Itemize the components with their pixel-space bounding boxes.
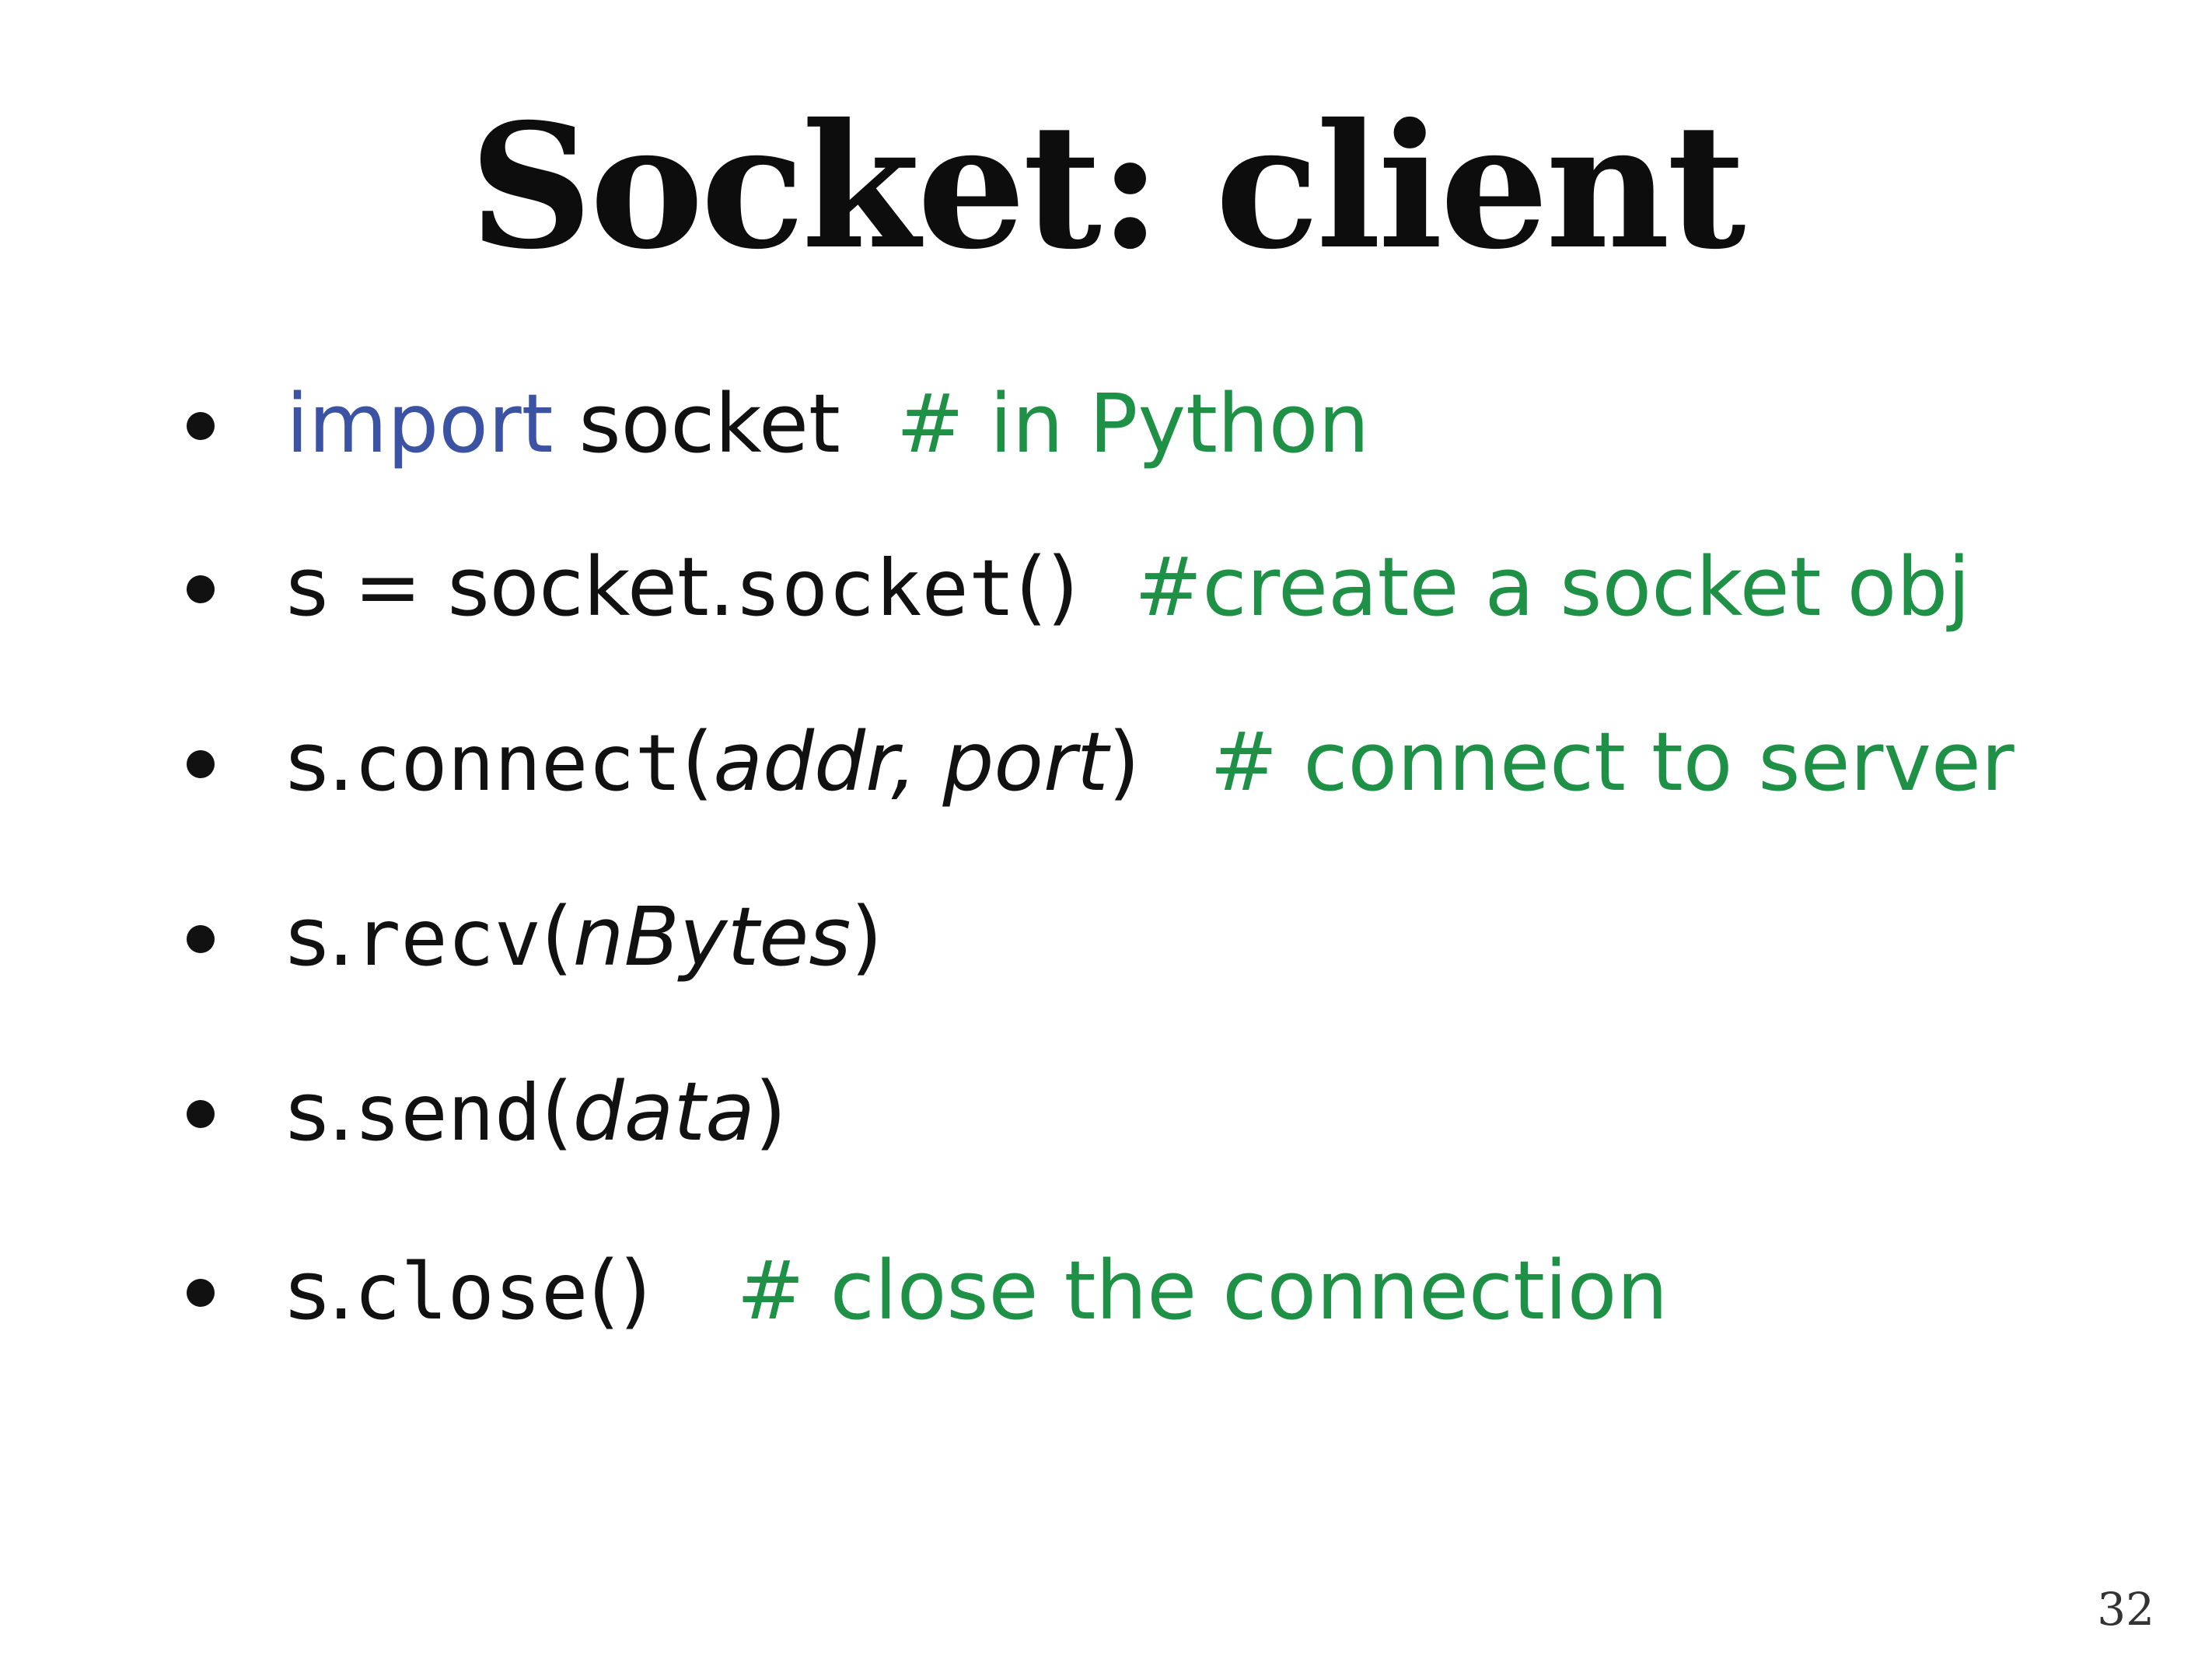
bullet-dot-icon	[187, 925, 215, 953]
bullet-dot-icon	[187, 412, 215, 440]
bullet-text: import socket # in Python	[286, 365, 1369, 482]
method-name: connect	[354, 718, 682, 809]
code-prefix: s.	[286, 714, 355, 809]
bullet-text: s.send(data)	[286, 1053, 787, 1170]
code-comment: # in Python	[896, 376, 1370, 471]
bullet-text: s = socket.socket() #create a socket obj	[286, 529, 1970, 645]
bullet-dot-icon	[187, 1279, 215, 1307]
page-number: 32	[2097, 1583, 2154, 1636]
bullet-dot-icon	[187, 575, 215, 603]
method-args: nBytes	[572, 889, 851, 984]
code-open-paren: (	[541, 889, 573, 984]
code-close-paren: )	[851, 889, 882, 984]
code-parens: ()	[1015, 540, 1079, 634]
code-close-paren: )	[754, 1064, 787, 1159]
bullet-text: s.recv(nBytes)	[286, 878, 882, 995]
bullet-text: s.close() # close the connection	[286, 1232, 1668, 1349]
code-comment: #create a socket obj	[1134, 540, 1971, 634]
keyword-import: import	[286, 376, 554, 471]
method-args: data	[572, 1064, 755, 1159]
code-parens: ()	[588, 1243, 652, 1338]
code-open-paren: (	[681, 714, 714, 809]
bullet-text: s.connect(addr, port) # connect to server	[286, 704, 2015, 820]
code-comment: # close the connection	[736, 1243, 1669, 1338]
module-name: socket	[553, 376, 840, 471]
bullet-dot-icon	[187, 750, 215, 778]
code-open-paren: (	[541, 1064, 573, 1159]
code-prefix: s.	[286, 889, 355, 984]
code-prefix: s.	[286, 1243, 355, 1338]
method-name: close	[354, 1246, 589, 1337]
method-name: recv	[354, 892, 542, 983]
code-comment: # connect to server	[1210, 714, 2015, 809]
method-args: addr, port	[713, 714, 1109, 809]
code-prefix: s = socket.	[286, 540, 735, 634]
slide-title: Socket: client	[469, 86, 1745, 287]
bullet-dot-icon	[187, 1100, 215, 1128]
code-close-paren: )	[1108, 714, 1141, 809]
code-prefix: s.	[286, 1064, 355, 1159]
method-name: socket	[734, 543, 1016, 634]
method-name: send	[354, 1067, 542, 1158]
